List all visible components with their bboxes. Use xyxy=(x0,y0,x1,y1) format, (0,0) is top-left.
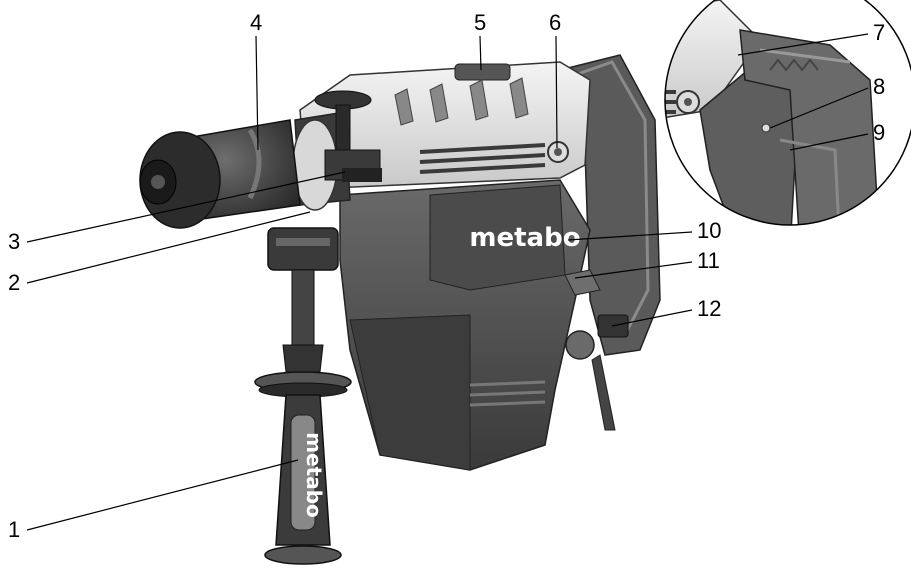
callout-12: 12 xyxy=(697,296,722,321)
leader-4 xyxy=(255,35,259,151)
side-handle xyxy=(254,227,352,565)
inset-detail xyxy=(664,0,911,226)
callout-7: 7 xyxy=(873,20,886,45)
leader-2 xyxy=(26,211,311,284)
brand-logo-handle: metabo xyxy=(302,432,326,518)
callout-10: 10 xyxy=(697,218,722,243)
callout-9: 9 xyxy=(873,120,886,145)
depth-stop xyxy=(314,90,382,182)
leader-5 xyxy=(479,35,482,71)
brand-logo-body: metabo xyxy=(469,223,580,253)
callout-4: 4 xyxy=(250,10,263,35)
callout-11: 11 xyxy=(697,248,720,273)
leader-7 xyxy=(737,33,869,56)
callout-8: 8 xyxy=(873,74,886,99)
inset-circle xyxy=(664,0,911,226)
leader-11 xyxy=(574,261,693,279)
callout-3: 3 xyxy=(8,229,21,254)
leader-3 xyxy=(26,171,346,243)
vent-ribs xyxy=(394,77,529,126)
motor-housing xyxy=(339,179,629,471)
leader-lines xyxy=(26,33,869,531)
callout-5: 5 xyxy=(474,10,487,35)
callout-6: 6 xyxy=(549,10,562,35)
leader-12 xyxy=(611,309,693,327)
leader-6 xyxy=(555,35,558,149)
callout-2: 2 xyxy=(8,270,21,295)
callout-1: 1 xyxy=(8,517,21,542)
leader-10 xyxy=(567,231,693,241)
leader-9 xyxy=(789,133,869,151)
leader-8 xyxy=(769,87,869,129)
leader-1 xyxy=(26,459,299,531)
